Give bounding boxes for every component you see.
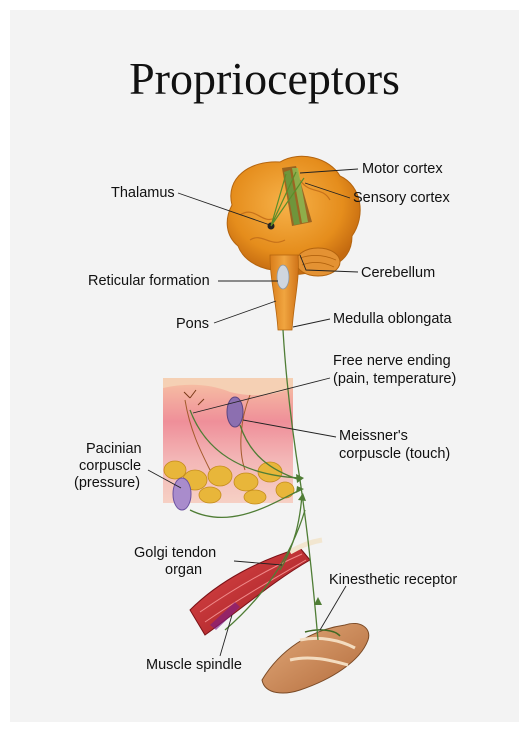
label-free-nerve-ending-detail: (pain, temperature) <box>333 371 456 388</box>
label-golgi-tendon: Golgi tendon <box>134 545 216 562</box>
label-kinesthetic-receptor: Kinesthetic receptor <box>329 572 457 589</box>
brain-illustration <box>227 156 360 330</box>
label-reticular-formation: Reticular formation <box>88 273 210 290</box>
label-free-nerve-ending: Free nerve ending <box>333 353 451 370</box>
label-sensory-cortex: Sensory cortex <box>353 190 450 207</box>
joint-illustration <box>262 623 369 693</box>
label-cerebellum: Cerebellum <box>361 265 435 282</box>
label-medulla-oblongata: Medulla oblongata <box>333 311 452 328</box>
label-muscle-spindle: Muscle spindle <box>146 657 242 674</box>
label-pons: Pons <box>176 316 209 333</box>
label-motor-cortex: Motor cortex <box>362 161 443 178</box>
label-meissners-detail: corpuscle (touch) <box>339 446 450 463</box>
label-pacinian-corpuscle: corpuscle <box>79 458 141 475</box>
label-meissners: Meissner's <box>339 428 408 445</box>
label-pacinian: Pacinian <box>86 441 142 458</box>
label-pacinian-detail: (pressure) <box>74 475 140 492</box>
label-golgi-organ: organ <box>165 562 202 579</box>
skin-section-illustration <box>163 378 294 510</box>
label-thalamus: Thalamus <box>111 185 175 202</box>
